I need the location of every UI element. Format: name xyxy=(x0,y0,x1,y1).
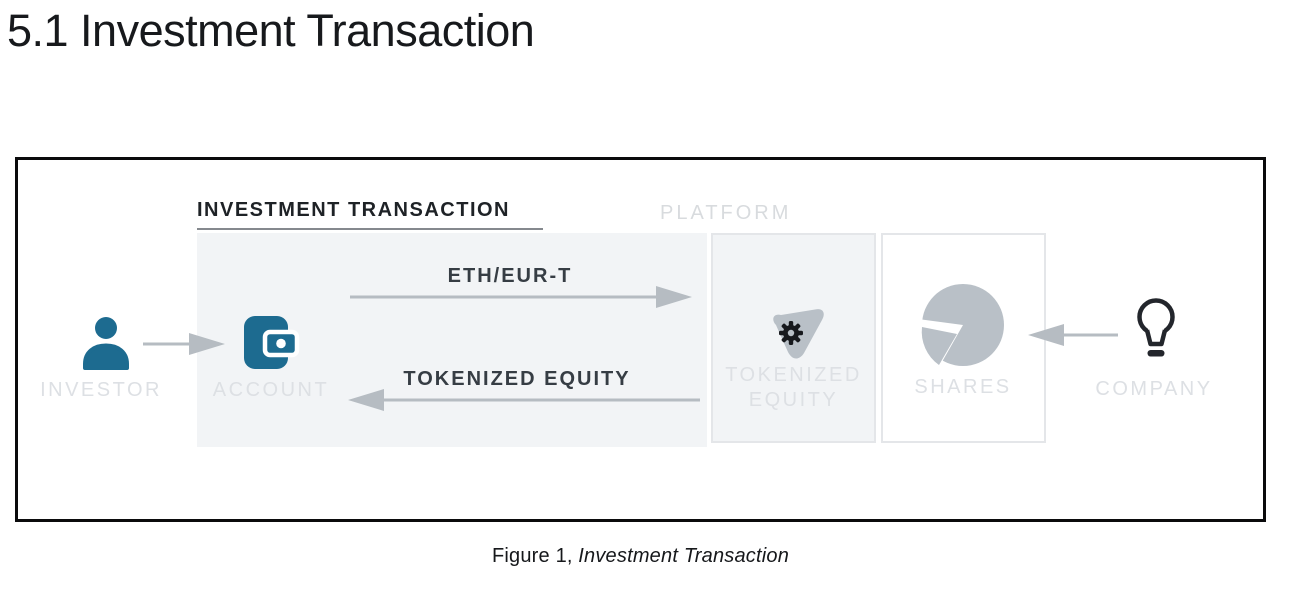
pie-chart-icon xyxy=(917,279,1009,371)
eth-flow-label: ETH/EUR-T xyxy=(447,265,573,287)
investor-label: INVESTOR xyxy=(40,379,162,401)
investment-transaction-heading: INVESTMENT TRANSACTION xyxy=(197,199,543,230)
shield-gear-icon xyxy=(768,308,826,364)
diagram-canvas: INVESTMENT TRANSACTION PLATFORM INVESTOR xyxy=(15,157,1266,522)
tokenized-equity-flow-arrow-icon xyxy=(348,388,700,412)
platform-label: PLATFORM xyxy=(660,202,792,224)
company-to-shares-arrow-icon xyxy=(1028,323,1118,347)
caption-title: Investment Transaction xyxy=(578,545,790,567)
account-label: ACCOUNT xyxy=(212,379,330,401)
company-label: COMPANY xyxy=(1095,378,1213,400)
wallet-icon xyxy=(243,315,300,371)
caption-prefix: Figure 1, xyxy=(491,545,573,567)
tokenized-equity-flow-label: TOKENIZED EQUITY xyxy=(403,368,631,390)
figure-frame: INVESTMENT TRANSACTION PLATFORM INVESTOR xyxy=(15,157,1266,522)
investor-to-account-arrow-icon xyxy=(143,332,225,356)
figure-caption: Figure 1,Investment Transaction xyxy=(15,545,1266,568)
lightbulb-icon xyxy=(1132,296,1180,362)
shares-label: SHARES xyxy=(914,376,1012,398)
eth-flow-arrow-icon xyxy=(350,285,692,309)
tokenized-equity-label: TOKENIZED EQUITY xyxy=(725,364,862,411)
page-title: 5.1 Investment Transaction xyxy=(7,5,535,56)
person-icon xyxy=(80,317,130,370)
